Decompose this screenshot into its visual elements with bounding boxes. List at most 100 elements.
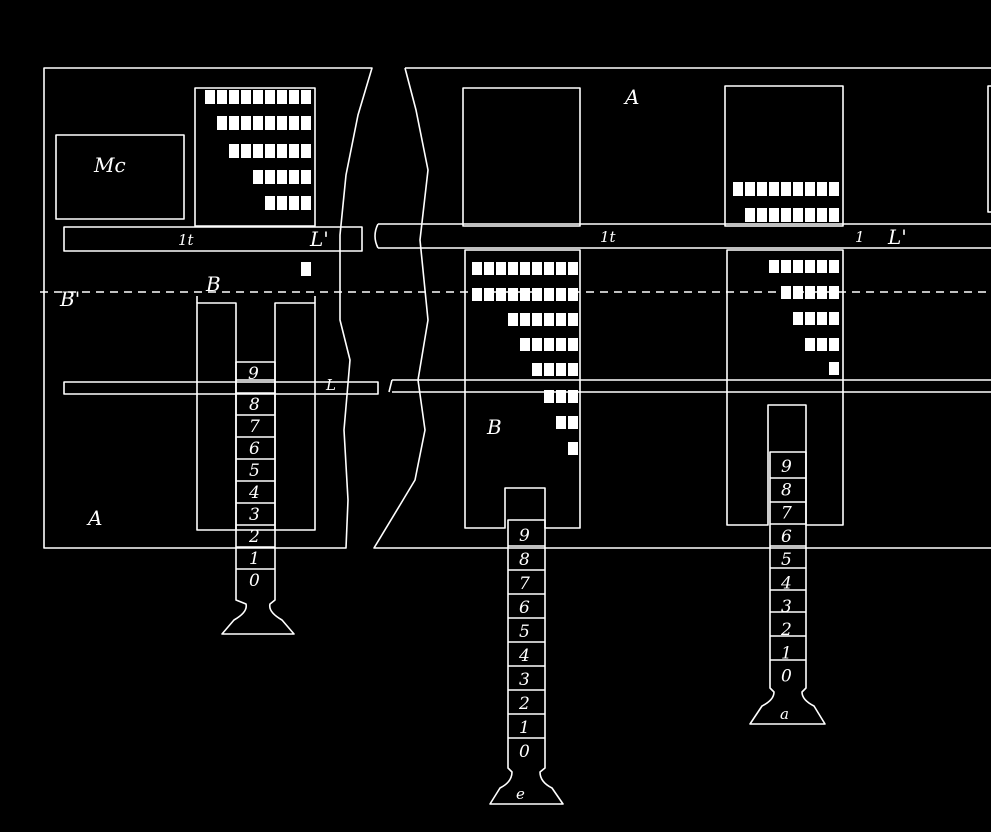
slide-right-digit-3: 3: [781, 597, 792, 617]
left-tooth: [277, 196, 287, 210]
carriage-mid: [464, 249, 581, 529]
slide-mid-divisions: [508, 545, 545, 739]
mid-tooth: [544, 262, 554, 275]
slide-right-digit-4: 4: [780, 574, 792, 594]
slide-mid-digit-1: 1: [519, 718, 530, 738]
right-tooth: [745, 182, 755, 196]
rack-upper-left: [63, 226, 363, 252]
mid-tooth: [484, 288, 494, 301]
left-tooth: [229, 144, 239, 158]
left-tooth: [277, 144, 287, 158]
mid-tooth: [544, 288, 554, 301]
mid-tooth: [508, 288, 518, 301]
right-tooth: [829, 182, 839, 196]
mid-tooth: [472, 288, 482, 301]
rack-upper-right: [374, 223, 991, 249]
slide-left-digit-8: 8: [249, 395, 260, 415]
mid-tooth: [556, 262, 566, 275]
left-tooth: [229, 90, 239, 104]
right-tooth: [793, 260, 803, 273]
slide-mid-digit-6: 6: [519, 598, 530, 618]
right-tooth: [805, 312, 815, 325]
right-tooth: [817, 260, 827, 273]
slide-left-divisions: [236, 379, 275, 570]
mid-tooth: [544, 390, 554, 403]
label-carriage-b-mid: B: [486, 415, 502, 439]
rack-lower-right: [388, 379, 991, 393]
slide-left-digit-4: 4: [248, 483, 260, 503]
slide-right-divisions: [770, 477, 806, 661]
right-tooth: [829, 208, 839, 222]
left-tooth: [205, 90, 215, 104]
drum-left: [194, 87, 316, 227]
right-tooth: [793, 312, 803, 325]
left-tooth: [301, 90, 311, 104]
mid-tooth: [568, 390, 578, 403]
left-tooth: [217, 116, 227, 130]
mid-tooth: [472, 262, 482, 275]
mid-tooth: [544, 338, 554, 351]
mid-tooth: [496, 288, 506, 301]
left-tooth: [277, 90, 287, 104]
slide-mid-digit-8: 8: [519, 550, 530, 570]
mid-tooth: [568, 313, 578, 326]
slide-right: [749, 451, 826, 725]
slide-right-digit-9: 9: [781, 457, 792, 477]
mid-tooth: [496, 262, 506, 275]
right-tooth: [769, 260, 779, 273]
mid-tooth: [544, 313, 554, 326]
mid-tooth: [568, 288, 578, 301]
window-far-right: [987, 85, 991, 213]
left-tooth: [301, 262, 311, 276]
right-tooth: [769, 208, 779, 222]
slide-left: [221, 361, 295, 635]
right-tooth: [829, 338, 839, 351]
teeth-left-upper: [205, 90, 311, 276]
slide-right-digit-8: 8: [781, 480, 792, 500]
left-tooth: [217, 90, 227, 104]
slide-mid-digit-3: 3: [519, 670, 530, 690]
slide-right-digit-0: 0: [781, 667, 792, 687]
left-tooth: [241, 90, 251, 104]
label-rack-right: 1: [855, 228, 865, 246]
slide-mid-digit-0: 0: [519, 742, 530, 762]
label-rack-left: 1t: [178, 231, 195, 249]
slide-left-digit-0: 0: [249, 571, 260, 591]
right-tooth: [793, 208, 803, 222]
left-tooth: [301, 196, 311, 210]
left-tooth: [265, 196, 275, 210]
label-lever-low: L: [325, 376, 336, 394]
label-plate-a-left: A: [86, 506, 102, 530]
slide-mid-digit-7: 7: [519, 574, 530, 594]
right-tooth: [781, 182, 791, 196]
mid-tooth: [520, 288, 530, 301]
left-tooth: [289, 116, 299, 130]
right-tooth: [805, 208, 815, 222]
m-box: [55, 134, 185, 220]
label-foot-right: a: [780, 705, 789, 723]
right-tooth: [781, 260, 791, 273]
left-tooth: [265, 116, 275, 130]
right-tooth: [829, 362, 839, 375]
right-tooth: [757, 208, 767, 222]
mid-tooth: [520, 262, 530, 275]
left-tooth: [241, 116, 251, 130]
mid-tooth: [568, 338, 578, 351]
mid-tooth: [532, 338, 542, 351]
mid-tooth: [556, 313, 566, 326]
rack-lower-left: [63, 381, 379, 395]
mid-tooth: [568, 442, 578, 455]
left-tooth: [289, 90, 299, 104]
mid-tooth: [556, 363, 566, 376]
left-tooth: [289, 144, 299, 158]
right-tooth: [781, 286, 791, 299]
left-tooth: [241, 144, 251, 158]
mid-tooth: [568, 363, 578, 376]
mid-tooth: [520, 313, 530, 326]
right-tooth: [805, 260, 815, 273]
right-tooth: [817, 208, 827, 222]
right-tooth: [745, 208, 755, 222]
mid-tooth: [484, 262, 494, 275]
mid-tooth: [568, 262, 578, 275]
